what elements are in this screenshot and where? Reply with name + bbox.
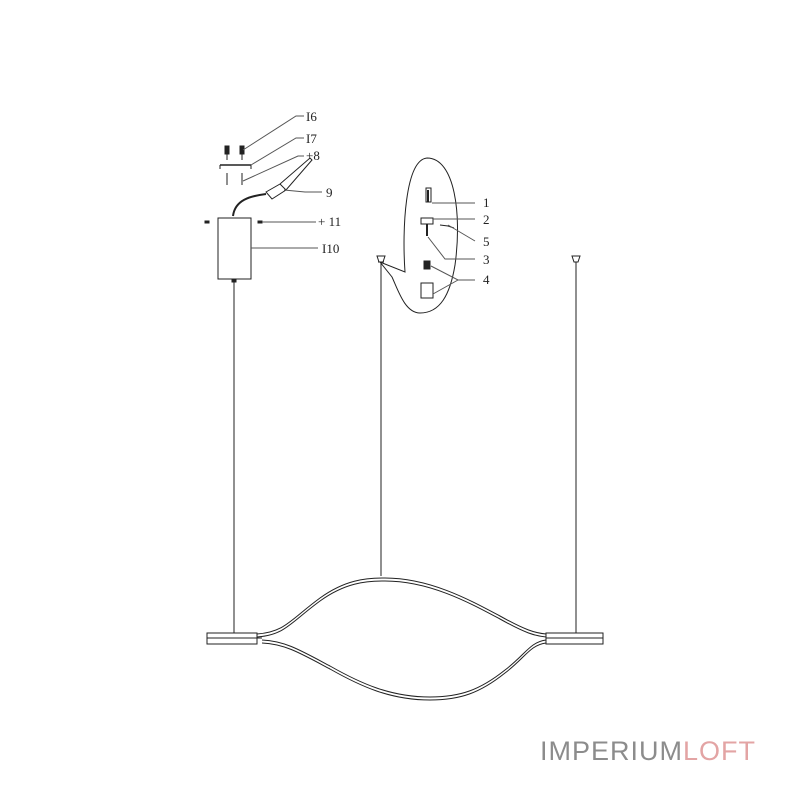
screws-part-6: [224, 145, 245, 160]
part-label-5: 5: [483, 234, 490, 249]
detail-callout: [378, 157, 476, 314]
part-label-9: 9: [326, 185, 333, 200]
part-label-6: I6: [306, 109, 317, 124]
part-label-8: +8: [306, 148, 320, 163]
brand-part-1: IMPERIUM: [540, 736, 683, 766]
connector-part-9: [232, 157, 322, 217]
ceiling-anchor-left: [376, 255, 386, 576]
bracket-part-7: [219, 164, 252, 185]
brand-part-2: LOFT: [683, 736, 757, 766]
part-label-7: I7: [306, 131, 317, 146]
part-label-11: + 11: [318, 214, 342, 229]
driver-box-part-10: [204, 217, 318, 633]
part-label-4: 4: [483, 272, 490, 287]
part-label-1: 1: [483, 195, 490, 210]
brand-logo: IMPERIUMLOFT: [540, 736, 756, 767]
part-label-3: 3: [483, 252, 490, 267]
part-label-10: I10: [322, 241, 340, 256]
part-label-2: 2: [483, 212, 490, 227]
ceiling-anchor-right: [571, 255, 581, 633]
lamp-frame: [206, 577, 604, 701]
